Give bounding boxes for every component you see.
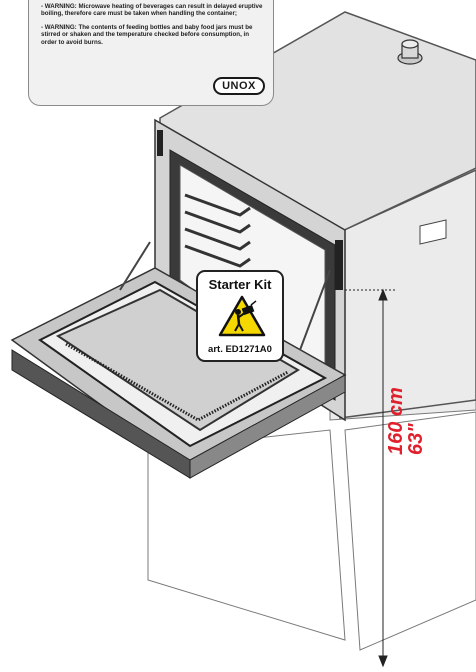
height-dimension-line [345,288,395,668]
height-dimension-label: 160 cm 63" [385,375,446,455]
warning-text-2: - WARNING: The contents of feeding bottl… [41,23,253,46]
starter-kit-title: Starter Kit [208,277,272,292]
tray-grid-edge [65,342,289,422]
unox-logo: UNOX [213,77,265,95]
starter-kit-badge: Starter Kit art. ED1271A0 [196,270,284,362]
starter-kit-article: art. ED1271A0 [208,344,272,355]
baking-tray [55,288,300,432]
height-imperial: 63" [405,423,427,455]
door-hinges [157,130,343,290]
lifting-hazard-warning-icon [218,295,266,337]
rating-plate [419,219,447,245]
warning-text-1: - WARNING: Microwave heating of beverage… [41,3,263,18]
top-knob [397,39,423,65]
rack-rails [184,193,251,268]
door-support-arms [119,241,331,351]
warning-callout: - WARNING: Microwave heating of beverage… [28,0,274,106]
stand-body [147,429,346,641]
door-handle-right [189,374,346,479]
stand-side [344,411,476,651]
height-metric: 160 cm [385,387,407,455]
